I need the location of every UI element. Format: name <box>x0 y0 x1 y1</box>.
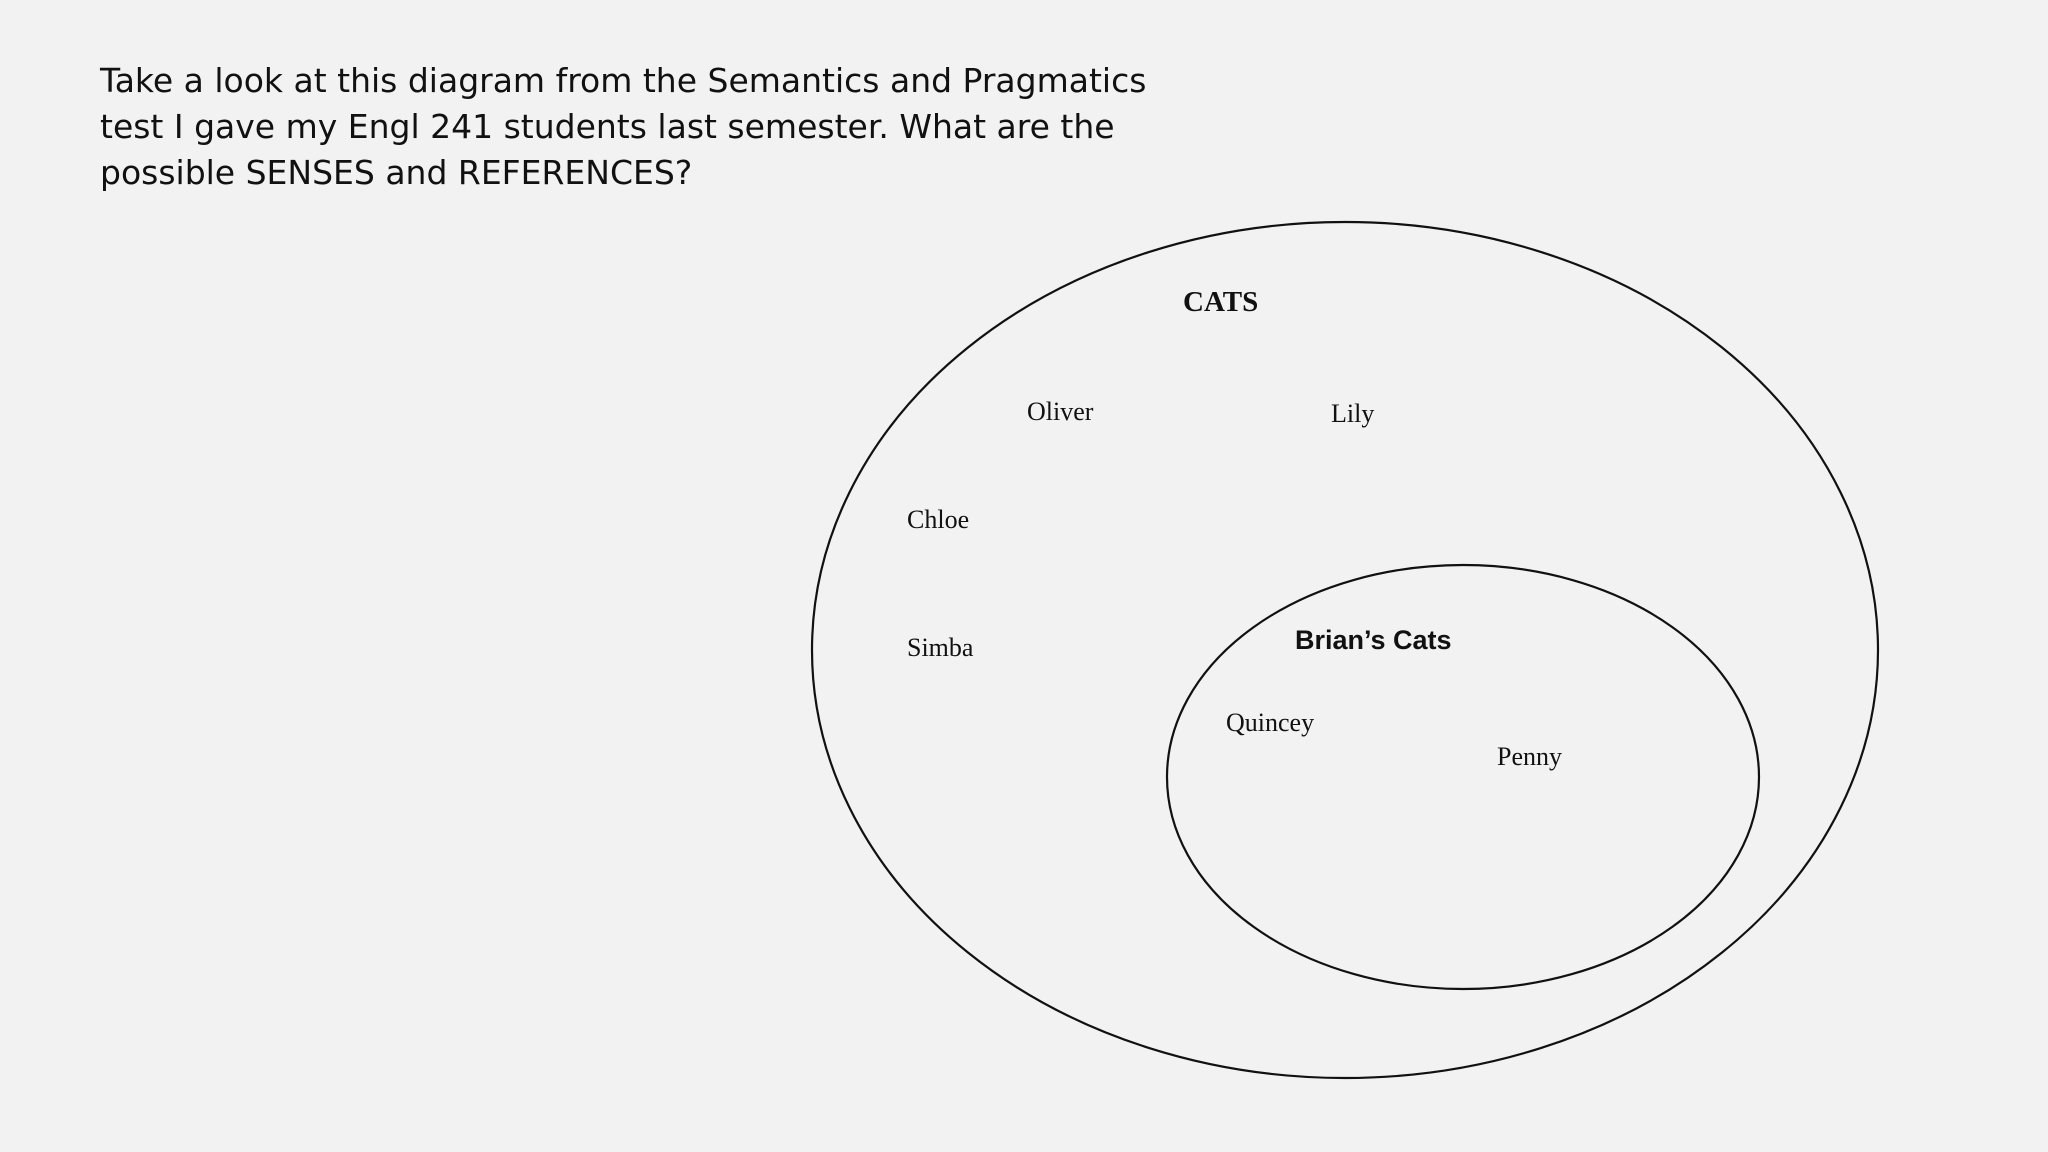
inner-set-brians-cats <box>1165 563 1761 991</box>
question-line-3: possible SENSES and REFERENCES? <box>100 153 693 192</box>
question-text: Take a look at this diagram from the Sem… <box>100 58 1220 196</box>
question-line-2: test I gave my Engl 241 students last se… <box>100 107 1115 146</box>
member-oliver: Oliver <box>1027 397 1094 426</box>
question-line-1: Take a look at this diagram from the Sem… <box>100 61 1147 100</box>
inner-set-title: Brian’s Cats <box>1295 625 1452 655</box>
member-penny: Penny <box>1497 742 1562 771</box>
member-simba: Simba <box>907 633 974 662</box>
outer-set-cats <box>810 220 1880 1080</box>
member-chloe: Chloe <box>907 505 969 534</box>
member-lily: Lily <box>1331 399 1374 428</box>
member-quincey: Quincey <box>1226 708 1314 737</box>
outer-set-title: CATS <box>1183 286 1258 318</box>
